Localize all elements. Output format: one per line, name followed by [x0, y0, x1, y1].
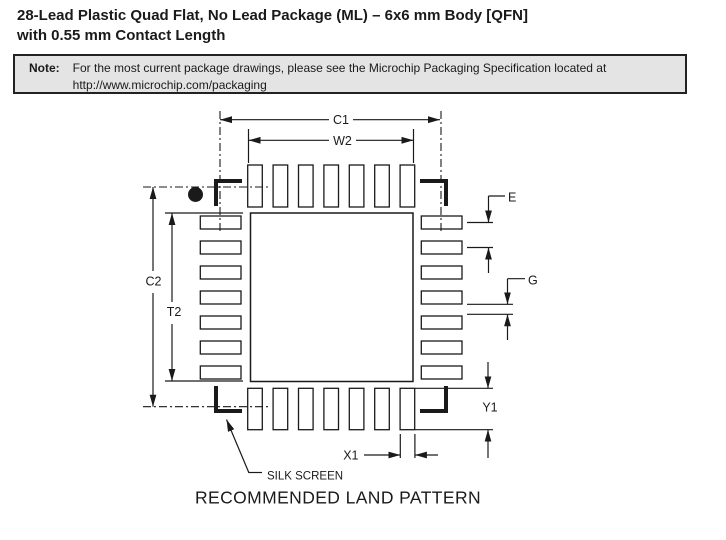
note-text-line-1: For the most current package drawings, p…: [72, 61, 607, 75]
dim-label-x1: X1: [343, 449, 358, 463]
land-pad: [199, 315, 242, 330]
land-pad: [199, 365, 242, 380]
land-pad: [272, 387, 289, 431]
land-pad: [199, 290, 242, 305]
land-pad: [420, 265, 463, 280]
dimension-lines: [149, 116, 525, 474]
land-pad: [420, 365, 463, 380]
dim-label-y1: Y1: [482, 401, 497, 415]
land-pad: [247, 164, 263, 208]
land-pad: [323, 387, 340, 431]
title-line-2: with 0.55 mm Contact Length: [17, 27, 226, 44]
silk-corner-bottom-right: [420, 386, 448, 413]
silk-corner-top-left: [214, 179, 242, 206]
dim-label-e: E: [508, 191, 516, 205]
land-pad: [420, 240, 463, 255]
land-pad: [420, 315, 463, 330]
land-pad: [199, 215, 242, 230]
silk-corner-bottom-left: [214, 386, 242, 413]
land-pad: [272, 164, 289, 208]
pin1-indicator-dot: [188, 187, 203, 202]
land-pad: [247, 387, 263, 431]
land-pad: [199, 340, 242, 355]
land-pad: [348, 387, 365, 431]
land-pad: [348, 164, 365, 208]
note-box: Note: For the most current package drawi…: [13, 54, 687, 94]
land-pad: [374, 387, 390, 431]
land-pad: [420, 340, 463, 355]
dim-label-w2: W2: [333, 134, 352, 148]
dim-label-c1: C1: [333, 113, 349, 127]
silk-screen-label: SILK SCREEN: [267, 471, 343, 483]
land-pad: [420, 215, 463, 230]
note-text: For the most current package drawings, p…: [73, 60, 607, 94]
land-pad: [199, 265, 242, 280]
dim-label-c2: C2: [146, 275, 162, 289]
note-text-line-2: http://www.microchip.com/packaging: [72, 78, 267, 92]
land-pad: [323, 164, 340, 208]
contact-pads: [199, 164, 463, 431]
land-pad: [399, 164, 416, 208]
thermal-pad: [249, 212, 414, 383]
dim-label-g: G: [528, 274, 538, 288]
note-label: Note:: [29, 61, 60, 75]
silk-screen-corner-marks: [214, 179, 448, 413]
land-pad: [374, 164, 390, 208]
land-pad: [420, 290, 463, 305]
title-line-1: 28-Lead Plastic Quad Flat, No Lead Packa…: [17, 7, 528, 24]
diagram-caption: RECOMMENDED LAND PATTERN: [195, 488, 481, 508]
land-pad: [297, 387, 314, 431]
dim-label-t2: T2: [167, 305, 182, 319]
page-title: 28-Lead Plastic Quad Flat, No Lead Packa…: [17, 6, 528, 46]
land-pad: [297, 164, 314, 208]
silk-corner-top-right: [420, 179, 448, 206]
land-pad: [199, 240, 242, 255]
dimension-labels: C1 W2 C2 T2 E G Y1 X1 SILK SCREEN RECOMM…: [146, 113, 538, 508]
centerlines: [143, 111, 442, 408]
land-pad: [399, 387, 416, 431]
